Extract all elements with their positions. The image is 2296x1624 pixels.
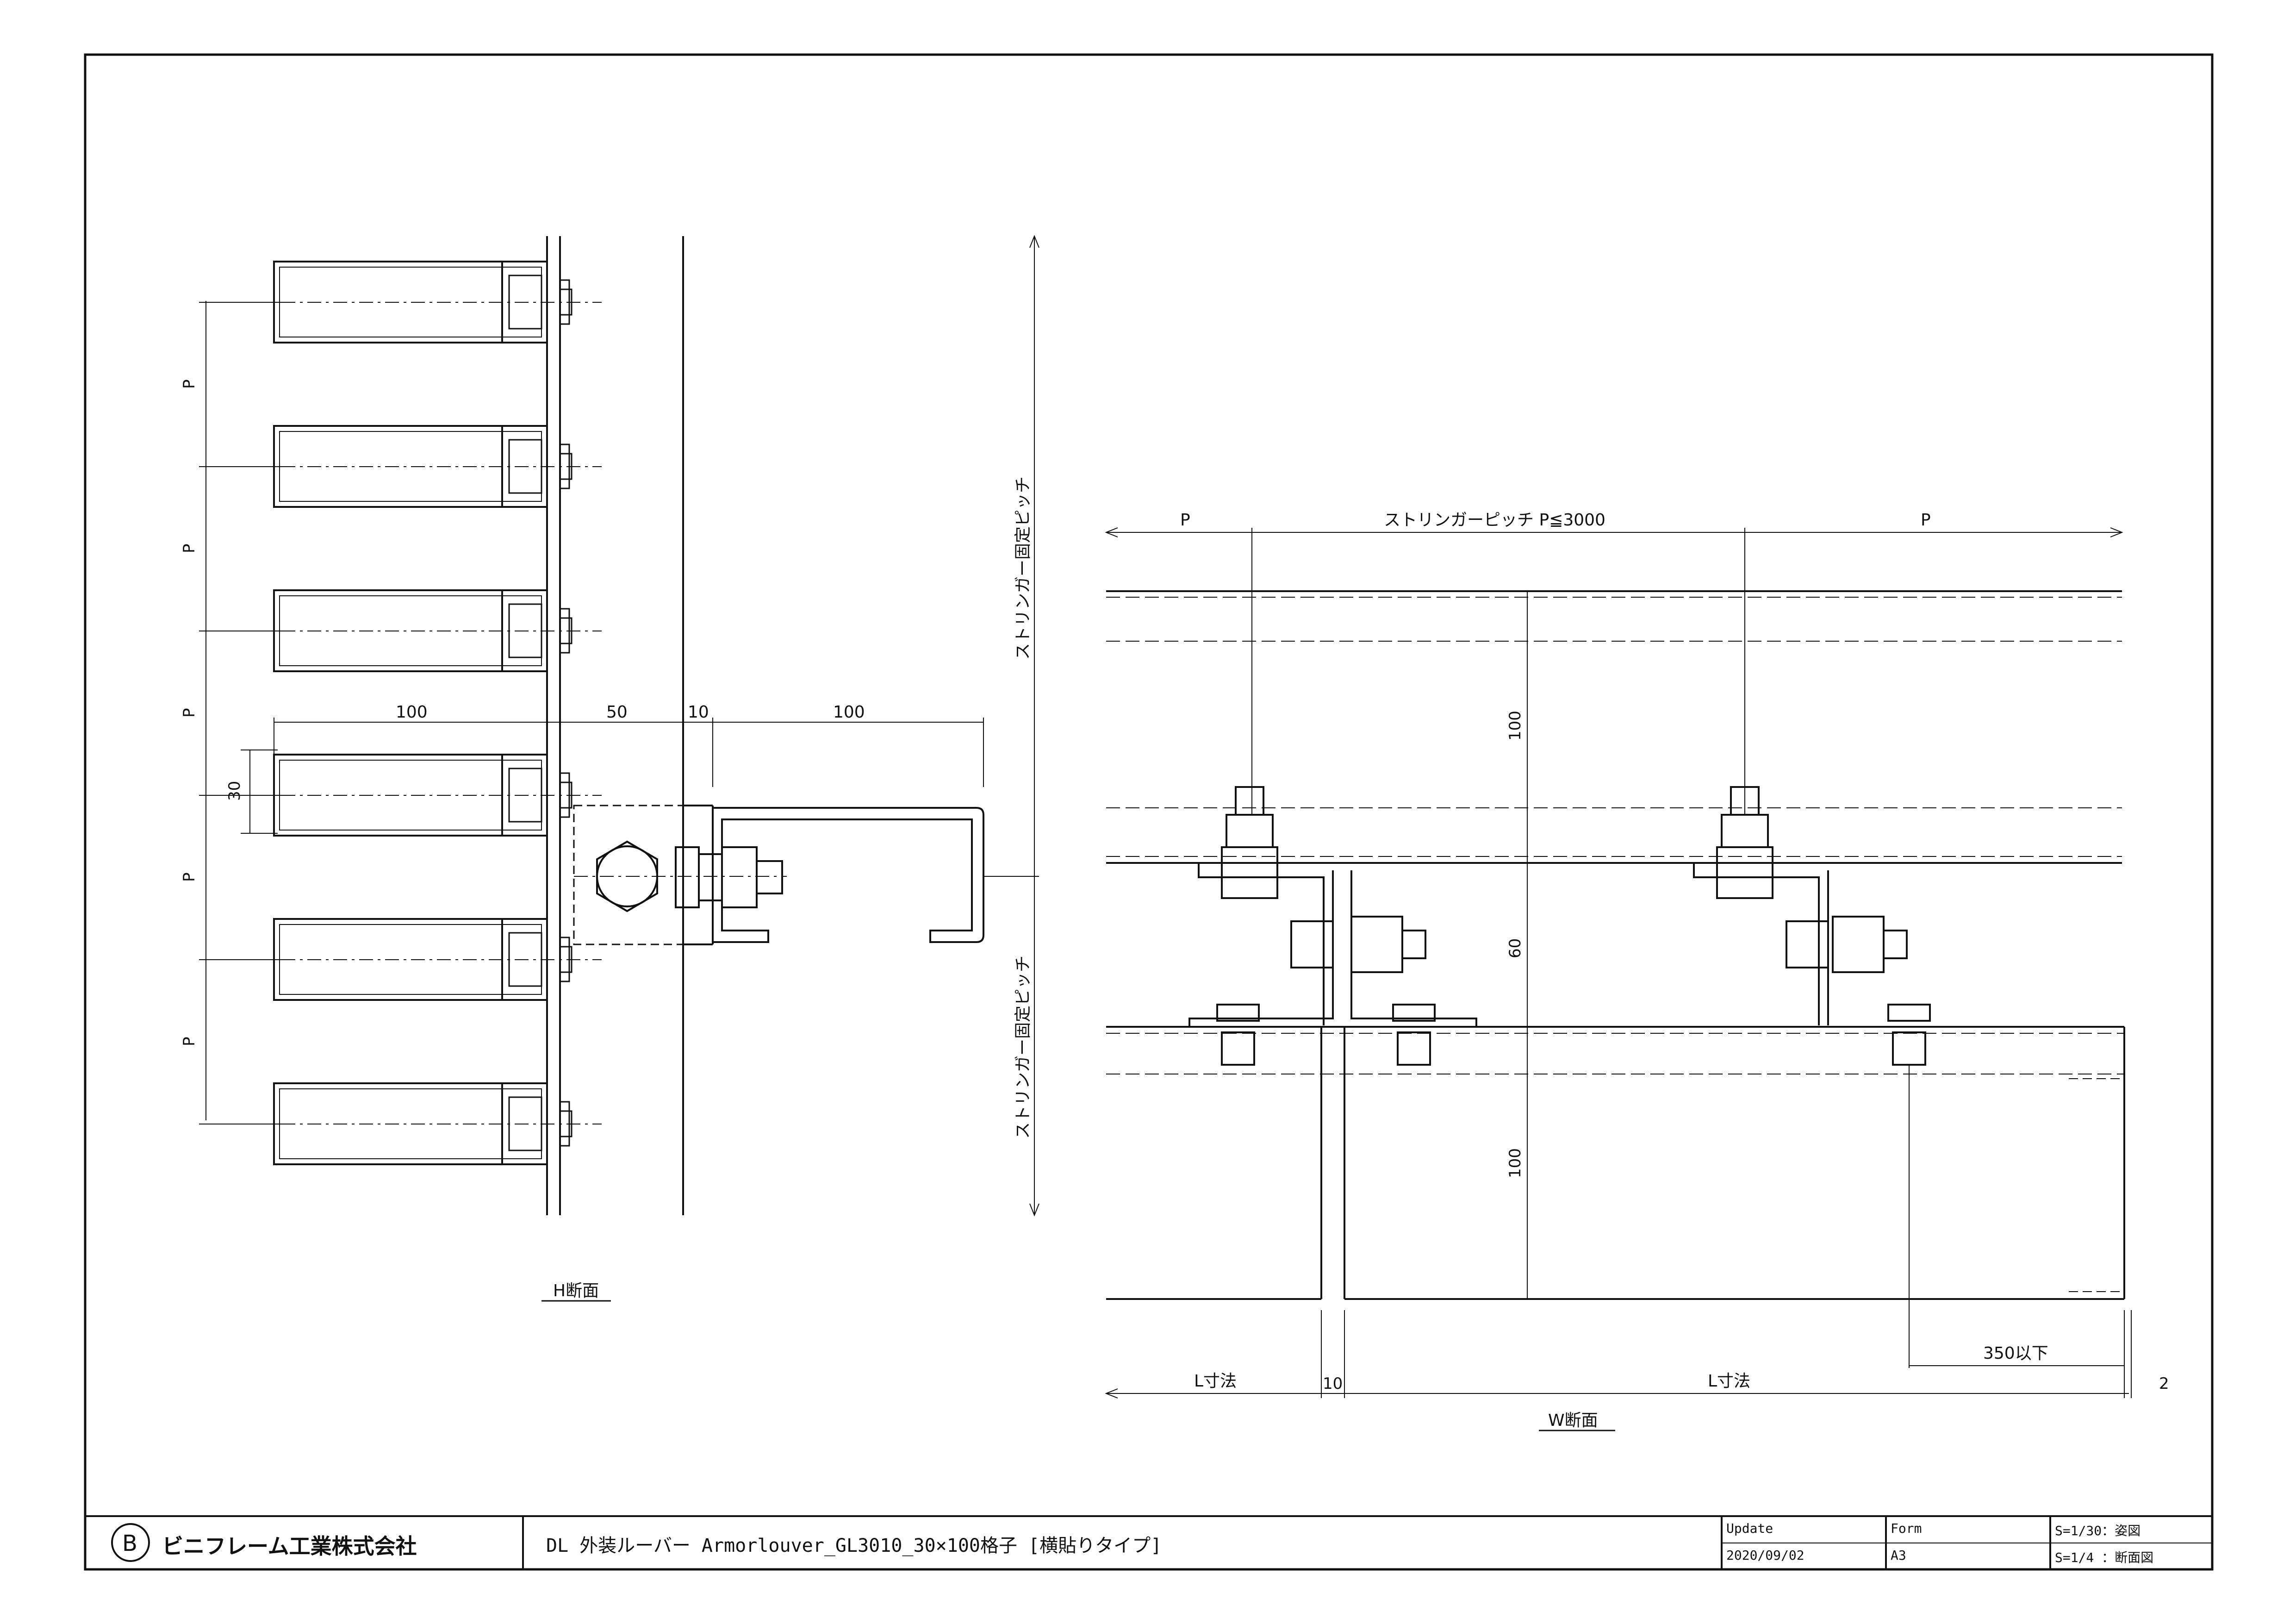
scale-1: S=1/30：姿図	[2055, 1523, 2141, 1538]
vertical-pitch-upper: ストリンガー固定ピッチ	[1014, 476, 1033, 660]
w-section-title: W断面	[1548, 1411, 1598, 1430]
update-date: 2020/09/02	[1726, 1548, 1804, 1563]
louver-slat	[199, 754, 602, 837]
h-slat-height: 30	[225, 781, 244, 801]
update-label: Update	[1726, 1521, 1773, 1536]
h-dimensions	[205, 235, 1039, 1217]
vertical-pitch-lower: ストリンガー固定ピッチ	[1014, 956, 1033, 1139]
clip-left	[1188, 786, 1477, 1066]
h-pitch-label-3: P	[180, 708, 199, 718]
h-bracket-depth: 100	[833, 703, 865, 722]
w-height-mid: 60	[1506, 938, 1524, 958]
louver-slat	[199, 1082, 602, 1165]
w-dimensions	[1105, 527, 2132, 1399]
louver-slat	[199, 589, 602, 672]
drawing-title: DL 外装ルーバー Armorlouver_GL3010_30×100格子 [横…	[546, 1535, 1162, 1556]
louver-slat	[199, 425, 602, 508]
w-section	[1105, 527, 2132, 1399]
louver-slat	[199, 918, 602, 1001]
company-name: ビニフレーム工業株式会社	[162, 1534, 417, 1559]
w-gap: 10	[1323, 1374, 1343, 1393]
louver-slats	[199, 261, 602, 1165]
w-stringer-pitch: ストリンガーピッチ P≦3000	[1384, 511, 1605, 530]
scale-2: S=1/4 ：断面図	[2055, 1550, 2154, 1565]
h-pitch-label-5: P	[180, 1037, 199, 1046]
form-label: Form	[1891, 1521, 1922, 1536]
h-gap-50: 50	[606, 703, 628, 722]
louver-slat	[199, 261, 602, 344]
drawing-border	[84, 53, 2214, 1571]
w-height-upper: 100	[1506, 711, 1524, 741]
h-pitch-label-2: P	[180, 543, 199, 553]
w-right-p: P	[1921, 511, 1931, 530]
w-l-right: L寸法	[1708, 1372, 1750, 1391]
h-gap-10: 10	[688, 703, 709, 722]
w-end-gap: 2	[2159, 1374, 2169, 1393]
w-l-left: L寸法	[1194, 1372, 1237, 1391]
company-logo	[111, 1523, 150, 1562]
form-value: A3	[1891, 1548, 1906, 1563]
w-left-p: P	[1180, 511, 1190, 530]
h-section-title: H断面	[553, 1281, 599, 1300]
h-section	[199, 235, 1039, 1217]
logo-glyph: B	[122, 1530, 137, 1556]
h-pitch-label-4: P	[180, 872, 199, 882]
title-block	[85, 1515, 2212, 1569]
w-overhang: 350以下	[1983, 1344, 2048, 1363]
stringer-bracket	[573, 805, 984, 945]
clip-right	[1693, 786, 1931, 1066]
h-pitch-label-1: P	[180, 379, 199, 389]
w-height-lower: 100	[1506, 1148, 1524, 1178]
h-slat-depth: 100	[396, 703, 428, 722]
